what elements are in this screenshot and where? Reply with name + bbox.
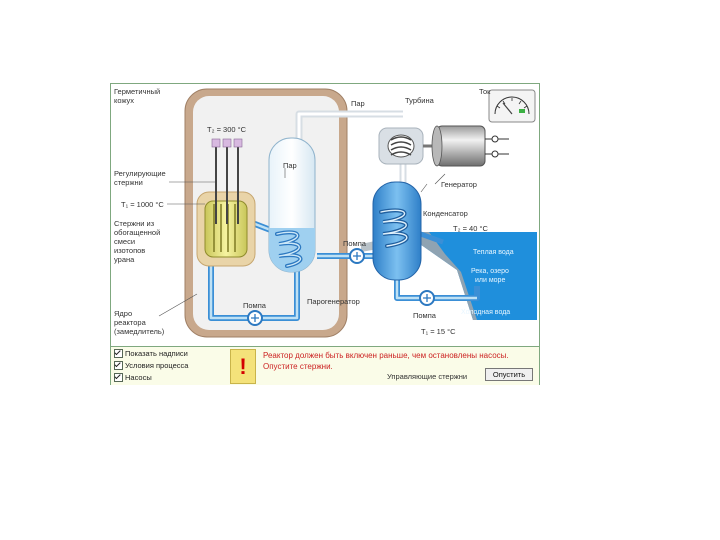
- warning-message: Реактор должен быть включен раньше, чем …: [263, 351, 509, 371]
- ammeter-indicator: [519, 109, 525, 113]
- label-containment-2: кожух: [114, 96, 134, 105]
- label-condenser: Конденсатор: [423, 209, 468, 218]
- label-steam-vessel: Пар: [283, 161, 297, 170]
- label-fuel-1: Стержни из: [114, 219, 155, 228]
- control-panel: Показать надписи Условия процесса Насосы…: [111, 346, 539, 385]
- checkbox-pumps[interactable]: [114, 373, 123, 382]
- steam-pipe-inner: [297, 112, 403, 140]
- label-pump-left: Помпа: [243, 301, 267, 310]
- generator: [436, 125, 486, 167]
- option-pumps-text: Насосы: [125, 373, 152, 382]
- option-process-conditions[interactable]: Условия процесса: [114, 360, 188, 371]
- label-fuel-5: урана: [114, 255, 135, 264]
- option-pumps[interactable]: Насосы: [114, 372, 152, 383]
- label-steam-generator: Парогенератор: [307, 297, 360, 306]
- label-fuel-3: смеси: [114, 237, 135, 246]
- label-pump-right: Помпа: [413, 311, 437, 320]
- label-warm-water: Теплая вода: [473, 249, 514, 256]
- label-fuel-2: обогащенной: [114, 228, 160, 237]
- steam-generator-water: [268, 228, 315, 273]
- label-river-1: Река, озеро: [471, 268, 509, 275]
- label-core-3: (замедлитель): [114, 327, 165, 336]
- label-control-rods-1: Регулирующие: [114, 169, 166, 178]
- checkbox-process-conditions[interactable]: [114, 361, 123, 370]
- label-core-2: реактора: [114, 318, 147, 327]
- option-show-labels-text: Показать надписи: [125, 349, 188, 358]
- generator-terminal-1: [491, 135, 499, 143]
- label-containment-1: Герметичный: [114, 87, 160, 96]
- option-process-conditions-text: Условия процесса: [125, 361, 189, 370]
- turbine-blades: [390, 136, 412, 156]
- label-river-2: или море: [475, 277, 505, 284]
- label-generator: Генератор: [441, 180, 477, 189]
- label-turbine: Турбина: [405, 96, 435, 105]
- label-current: Ток: [479, 87, 491, 96]
- label-core-1: Ядро: [114, 309, 132, 318]
- rod-drive-2: [222, 138, 232, 148]
- river-bank: [417, 232, 477, 320]
- lower-rods-button[interactable]: Опустить: [485, 368, 533, 381]
- rod-drive-3: [233, 138, 243, 148]
- label-t2-primary: T₂ = 300 °C: [207, 125, 247, 134]
- ammeter-needle: [502, 102, 513, 115]
- label-fuel-4: изотопов: [114, 246, 145, 255]
- river-water: [417, 232, 537, 320]
- warning-icon: !: [230, 349, 256, 384]
- label-t-cold: T₁ = 15 °C: [421, 327, 456, 336]
- leader-lines: [158, 168, 446, 317]
- checkbox-show-labels[interactable]: [114, 349, 123, 358]
- label-t1-core: T₁ = 1000 °C: [121, 200, 164, 209]
- label-pump-mid: Помпа: [343, 239, 367, 248]
- control-rods-label: Управляющие стержни: [387, 372, 468, 381]
- rod-drive-1: [211, 138, 221, 148]
- label-control-rods-2: стержни: [114, 178, 143, 187]
- generator-terminal-2: [491, 150, 499, 158]
- reactor-simulation: Герметичный кожух Пар Турбина Ток T₂ = 3…: [110, 83, 540, 385]
- label-cold-water: Холодная вода: [461, 309, 510, 316]
- label-t-condenser: T₂ = 40 °C: [453, 224, 488, 233]
- label-steam: Пар: [351, 99, 365, 108]
- ammeter: [488, 89, 536, 123]
- option-show-labels[interactable]: Показать надписи: [114, 348, 188, 359]
- reactor-diagram: Герметичный кожух Пар Турбина Ток T₂ = 3…: [114, 87, 537, 338]
